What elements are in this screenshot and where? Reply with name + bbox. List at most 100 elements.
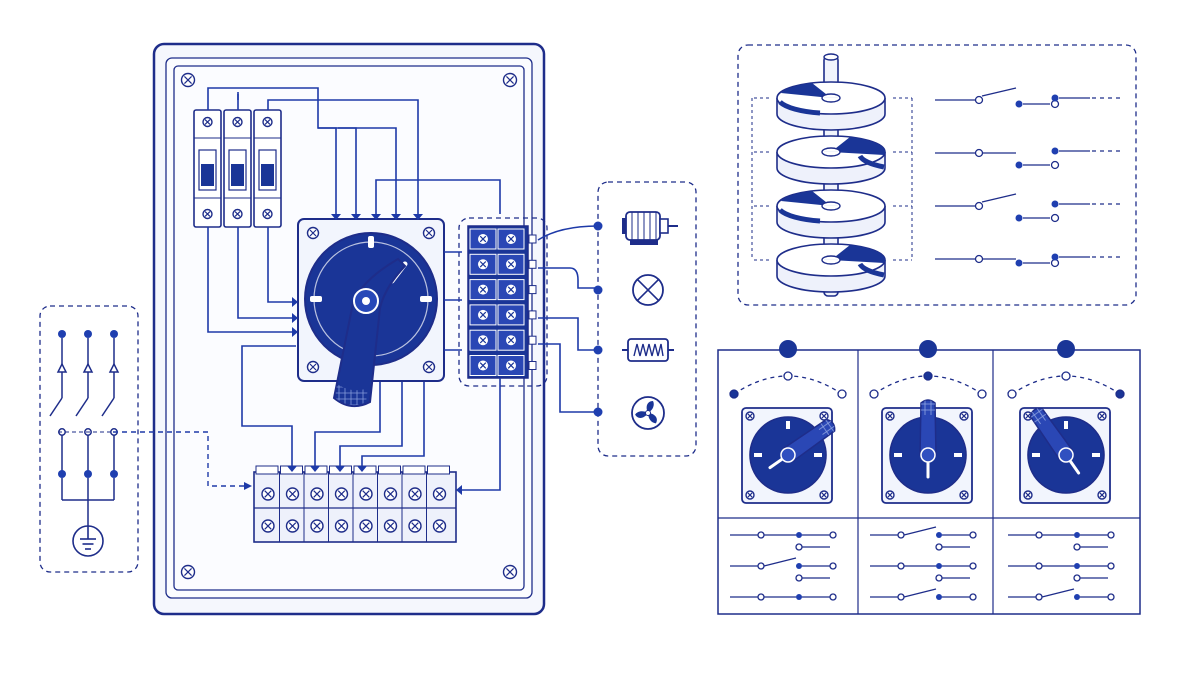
screw	[1023, 490, 1033, 500]
position-contact	[870, 562, 977, 582]
fan-icon	[631, 396, 665, 430]
motor-icon	[622, 211, 678, 245]
cam-contact-row	[935, 253, 1124, 268]
internal-wiring	[207, 87, 501, 491]
screw	[408, 519, 422, 533]
load-wiring	[537, 225, 599, 413]
screw	[885, 490, 895, 500]
switch-position-right	[1007, 340, 1125, 601]
position-indicator	[1057, 340, 1075, 358]
screw	[502, 564, 518, 580]
cam-lobe	[781, 83, 831, 98]
circuit-breakers	[193, 109, 282, 228]
screw	[959, 411, 969, 421]
screw	[202, 208, 213, 220]
supply-phase	[75, 330, 94, 500]
terminal-screw	[506, 234, 516, 244]
cam-deck	[752, 81, 912, 131]
switch-handle[interactable]	[332, 257, 407, 408]
terminal-screw	[506, 284, 516, 295]
heater-icon	[622, 338, 674, 362]
cam-lobe	[831, 137, 885, 155]
supply-phase	[49, 330, 68, 500]
screw	[334, 487, 349, 501]
breaker-toggle	[261, 164, 274, 186]
screw	[1097, 490, 1107, 500]
position-indicator	[919, 340, 937, 358]
terminal-screw	[506, 259, 516, 270]
screw	[819, 490, 829, 500]
screw	[180, 72, 196, 88]
position-contact	[730, 557, 837, 582]
lamp-icon	[632, 274, 664, 306]
position-contact	[1008, 531, 1115, 551]
terminal-screw	[506, 360, 516, 371]
screw	[285, 519, 300, 533]
screw	[232, 116, 243, 128]
ground-icon	[72, 525, 104, 557]
screw	[310, 519, 324, 533]
screw	[885, 411, 895, 421]
supply-phase	[101, 330, 120, 500]
cam-deck	[752, 243, 912, 293]
terminal-screw	[478, 284, 488, 295]
breaker	[223, 109, 252, 228]
screw	[261, 519, 275, 533]
side-terminal-block	[458, 217, 548, 387]
position-handle	[919, 399, 937, 479]
screw	[359, 487, 373, 501]
switch-position-center	[869, 340, 987, 601]
position-contact	[730, 531, 837, 551]
terminal-screw	[478, 360, 488, 371]
terminal-screw	[506, 335, 516, 346]
screw	[1097, 411, 1107, 421]
screw	[285, 487, 300, 501]
breaker-toggle	[201, 164, 214, 186]
screw	[959, 490, 969, 500]
cam-deck	[752, 189, 912, 239]
cam-stack-panel	[737, 44, 1137, 306]
screw	[408, 487, 422, 501]
screw	[359, 519, 373, 533]
main-rotary-switch[interactable]	[297, 218, 445, 408]
cam-lobe	[781, 191, 831, 206]
cam-contact-row	[935, 147, 1124, 170]
screw	[261, 487, 275, 501]
terminal-screw	[478, 234, 488, 244]
screw	[432, 519, 447, 533]
terminal-screw	[478, 309, 488, 320]
wiring-arrowheads	[287, 214, 462, 495]
breaker	[193, 109, 222, 228]
screw	[262, 116, 273, 128]
screw	[202, 116, 213, 128]
loads-panel	[537, 181, 697, 457]
cam-contact-row	[935, 193, 1124, 223]
switch-positions-panel	[717, 340, 1141, 615]
screw	[745, 490, 755, 500]
terminal-screw	[478, 259, 488, 270]
screw	[745, 411, 755, 421]
screw	[502, 72, 518, 88]
screw	[432, 487, 447, 501]
mounting-screws	[180, 72, 518, 580]
position-contact	[870, 526, 977, 551]
cam-deck	[752, 135, 912, 185]
terminal-screw	[478, 335, 488, 346]
bottom-terminal-block	[253, 465, 457, 543]
terminal-screw	[506, 309, 516, 320]
screw	[383, 519, 398, 533]
position-contact	[1008, 562, 1115, 582]
breaker	[253, 109, 282, 228]
screw	[819, 411, 829, 421]
supply-panel	[39, 305, 252, 573]
position-indicator	[779, 340, 797, 358]
cam-lobe	[831, 245, 885, 263]
screw	[383, 487, 398, 501]
switch-corner-screws	[306, 226, 436, 374]
switch-position-left	[729, 340, 847, 601]
position-contact	[870, 588, 977, 601]
position-contact	[730, 593, 837, 601]
position-contact	[1008, 588, 1115, 601]
screw	[180, 564, 196, 580]
